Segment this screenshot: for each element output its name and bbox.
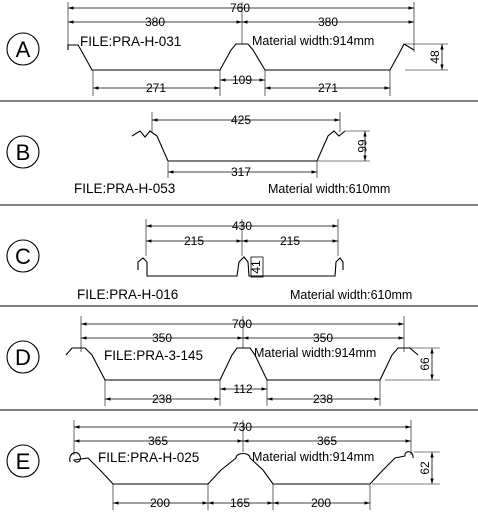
section-e-letter: E — [16, 449, 31, 474]
section-b-profile — [131, 130, 346, 162]
section-b: B 425 317 66 FILE:PRA-H-053 Material wid… — [6, 112, 390, 196]
dim-label: 730 — [232, 420, 252, 434]
section-a-circle — [6, 32, 40, 66]
dim-label: 271 — [146, 81, 166, 95]
section-a: A 760 380 380 271 109 271 48 FILE:PRA-H-… — [6, 1, 448, 96]
section-c-circle — [6, 239, 40, 273]
section-e-profile — [69, 451, 414, 485]
dim-label: 430 — [232, 219, 252, 233]
dim-label: 48 — [428, 50, 442, 64]
section-e-file-label: FILE:PRA-H-025 — [98, 450, 199, 465]
dim-label: 112 — [233, 382, 252, 396]
section-d-circle — [6, 340, 40, 374]
dim-label: 66 — [355, 139, 369, 153]
section-b-material-label: Material width:610mm — [268, 182, 390, 196]
dim-label: 238 — [152, 392, 172, 406]
dim-label: 700 — [232, 317, 252, 331]
dim-label: 271 — [318, 81, 338, 95]
dim-label: 215 — [184, 234, 204, 248]
dim-label: 380 — [318, 15, 338, 29]
dim-label: 200 — [150, 496, 170, 510]
dim-label: 760 — [230, 1, 250, 15]
dim-label: 365 — [317, 434, 337, 448]
section-b-letter: B — [16, 140, 31, 165]
section-a-letter: A — [16, 37, 31, 62]
section-e-circle — [6, 444, 40, 478]
dim-label: 350 — [152, 331, 172, 345]
section-c-file-label: FILE:PRA-H-016 — [77, 287, 178, 302]
dim-label: 238 — [313, 392, 333, 406]
section-a-material-label: Material width:914mm — [252, 34, 374, 48]
dim-label: 66 — [418, 357, 432, 371]
section-e-material-label: Material width:914mm — [252, 450, 374, 464]
dim-label: 41 — [249, 260, 263, 274]
dim-label: 350 — [313, 331, 333, 345]
dim-label: 200 — [311, 496, 331, 510]
dim-label: 425 — [231, 113, 251, 127]
section-b-circle — [6, 135, 40, 169]
section-a-file-label: FILE:PRA-H-031 — [80, 34, 181, 49]
dim-label: 317 — [231, 165, 251, 179]
section-d-profile — [65, 347, 419, 381]
section-e: E 730 365 365 200 165 200 62 FILE:PRA-H-… — [6, 420, 440, 510]
dim-label: 215 — [280, 234, 300, 248]
section-c-material-label: Material width:610mm — [290, 288, 412, 302]
section-c-letter: C — [15, 244, 31, 269]
section-c: C 430 215 215 41 FILE:PRA-H-016 Material… — [6, 219, 412, 302]
dim-label: 62 — [418, 461, 432, 475]
section-d-letter: D — [15, 345, 31, 370]
section-a-profile — [67, 43, 415, 71]
section-c-profile — [137, 256, 344, 277]
section-d-file-label: FILE:PRA-3-145 — [104, 348, 203, 363]
dim-label: 365 — [148, 434, 168, 448]
dim-label: 109 — [232, 73, 252, 87]
dim-label: 165 — [230, 496, 250, 510]
section-d-material-label: Material width:914mm — [254, 346, 376, 360]
section-b-file-label: FILE:PRA-H-053 — [74, 181, 175, 196]
section-d: D 700 350 350 238 112 238 66 FILE:PRA-3-… — [6, 316, 440, 406]
dim-label: 380 — [145, 15, 165, 29]
